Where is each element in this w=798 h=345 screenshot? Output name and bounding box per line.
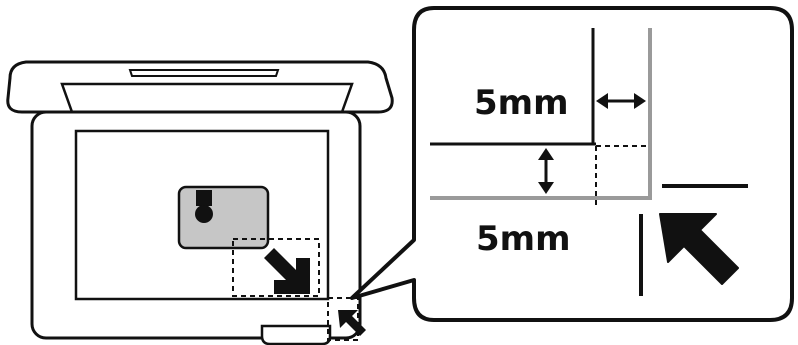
arrow-up-left-small-icon [338, 310, 366, 336]
horizontal-dimension-arrow [596, 93, 646, 109]
scanner-icon [6, 60, 394, 345]
scanner-lid-pad [60, 82, 354, 114]
scanner-lid-handle [128, 69, 280, 77]
vertical-margin-label: 5mm [476, 219, 571, 259]
scanner-front-tab [260, 324, 332, 345]
photo-card-icon [177, 185, 270, 250]
callout-bubble: 5mm 5mm [350, 6, 794, 322]
vertical-dimension-arrow [538, 148, 554, 194]
horizontal-margin-label: 5mm [474, 83, 569, 123]
arrow-up-left-icon [659, 213, 739, 285]
arrow-down-right-icon [264, 248, 310, 294]
